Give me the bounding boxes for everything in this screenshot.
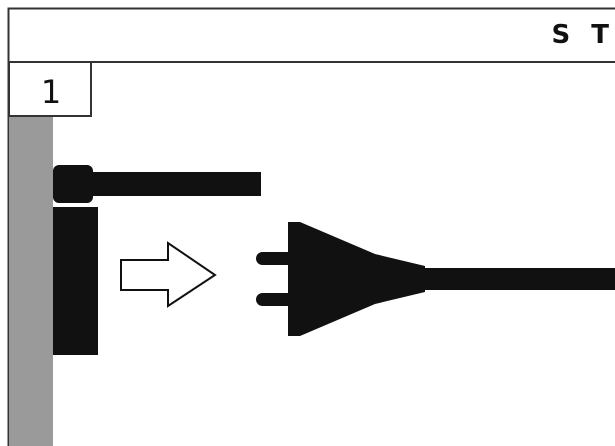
wall xyxy=(9,117,53,446)
step-number: 1 xyxy=(40,73,62,111)
device-base xyxy=(53,207,98,355)
device-cable-head xyxy=(53,165,93,203)
device-cable xyxy=(88,172,261,196)
plug-body xyxy=(288,222,425,336)
plug-prong-top xyxy=(256,252,294,265)
header-title: S T xyxy=(551,20,615,50)
plug-cable xyxy=(420,268,615,290)
panel-frame xyxy=(7,7,615,446)
plug-prong-bottom xyxy=(256,293,294,306)
step-number-box xyxy=(8,61,92,117)
direction-arrow-icon xyxy=(120,241,217,308)
